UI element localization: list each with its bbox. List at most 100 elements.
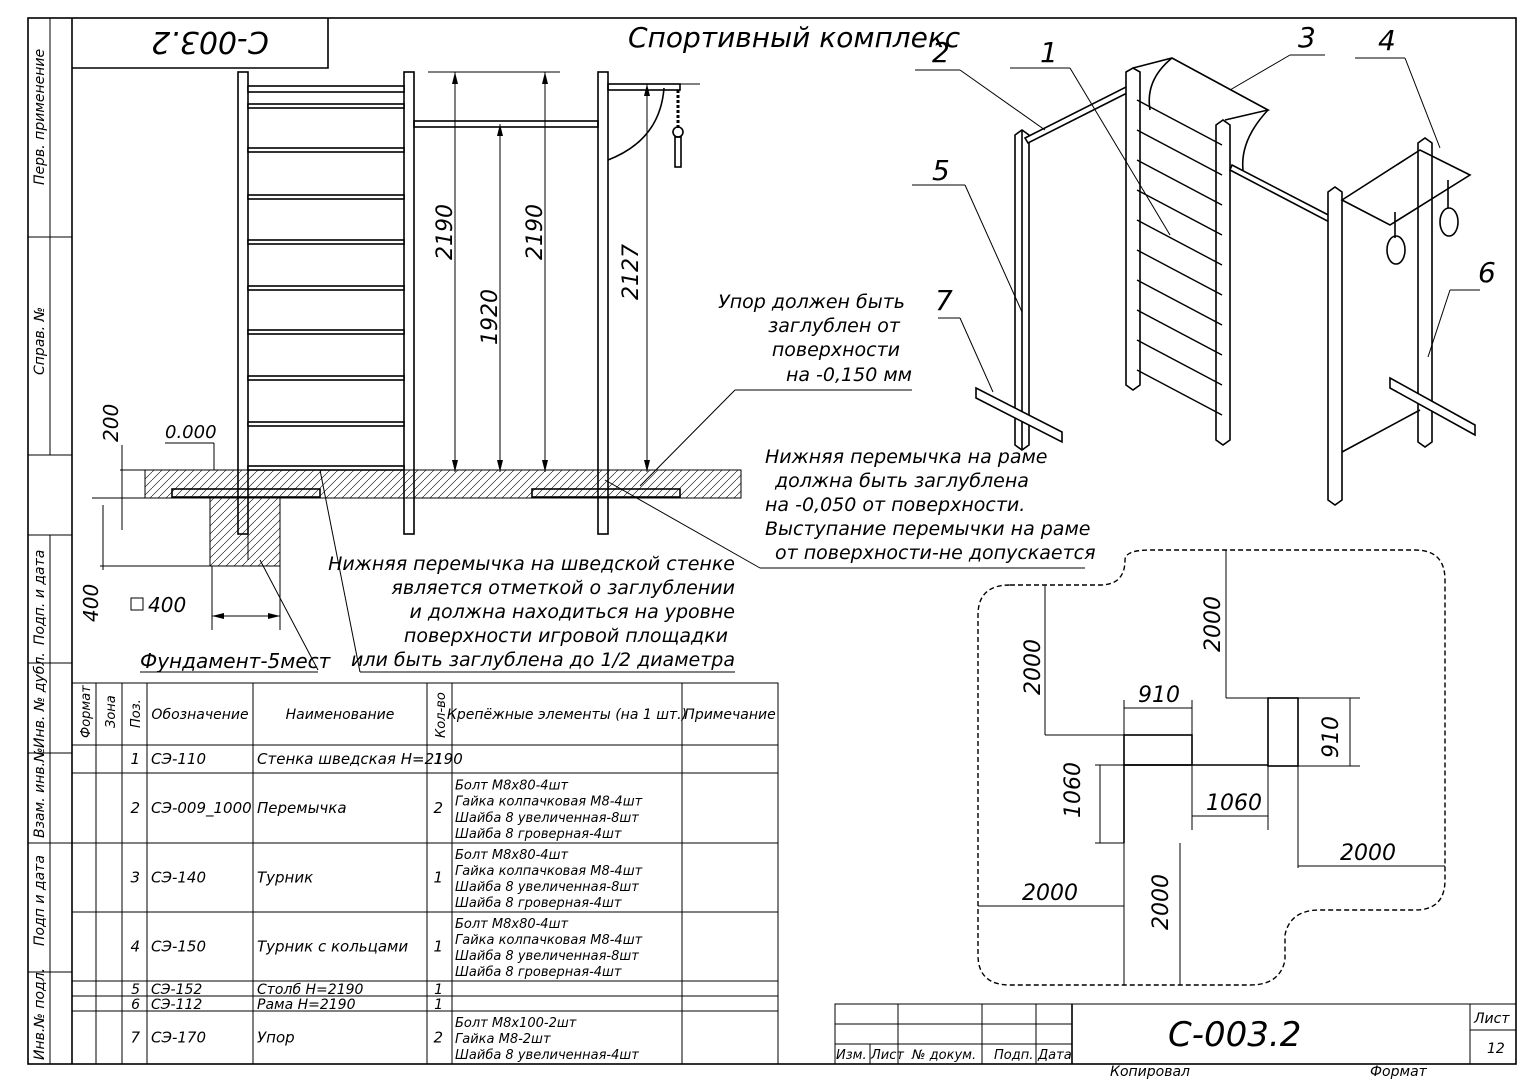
callout-2: 2 <box>932 36 950 69</box>
svg-text:Нижняя перемычка на раме: Нижняя перемычка на раме <box>765 446 1048 468</box>
table-cell-name: Рама H=2190 <box>257 997 356 1013</box>
table-cell-fastener: Шайба 8 увеличенная-8шт <box>455 811 639 826</box>
table-cell-name: Турник <box>257 869 313 887</box>
callout-6: 6 <box>1478 256 1496 289</box>
svg-text:или быть заглублена до 1/2 диа: или быть заглублена до 1/2 диаметра <box>351 649 735 671</box>
strip-label-1: Перв. применение <box>32 49 48 185</box>
table-cell-qty: 2 <box>433 1029 443 1047</box>
table-cell-qty: 2 <box>433 799 443 817</box>
svg-text:Изм.: Изм. <box>836 1048 867 1063</box>
wall-rungs <box>247 85 405 471</box>
table-cell-pos: 6 <box>131 997 140 1013</box>
isometric-view <box>912 54 1480 506</box>
svg-text:на -0,150 мм: на -0,150 мм <box>786 364 912 386</box>
table-cell-name: Стенка шведская H=2190 <box>257 750 463 768</box>
table-cell-qty: 1 <box>434 982 443 998</box>
callout-labels: 1 2 3 4 5 6 7 <box>932 21 1496 317</box>
wall-post-right <box>403 71 415 535</box>
dim-2190-a: 2190 <box>433 204 458 260</box>
svg-text:Крепёжные элементы (на 1 шт.): Крепёжные элементы (на 1 шт.) <box>447 707 687 723</box>
table-cell-code: СЭ-140 <box>151 869 206 887</box>
table-cell-code: СЭ-170 <box>151 1029 206 1047</box>
title-block-text: Изм. Лист № докум. Подп. Дата С-003.2 Ли… <box>836 1011 1510 1080</box>
top-code-box: С-003.2 <box>72 18 329 69</box>
table-cell-name: Турник с кольцами <box>257 938 408 956</box>
svg-text:Наименование: Наименование <box>286 707 395 723</box>
strip-label-6: Подп и дата <box>32 855 48 946</box>
svg-text:поверхности: поверхности <box>772 339 900 361</box>
dim-400-v: 400 <box>79 584 103 622</box>
table-cell-name: Перемычка <box>257 799 347 817</box>
svg-text:Обозначение: Обозначение <box>151 707 248 723</box>
dim-2190-b: 2190 <box>523 204 548 260</box>
svg-text:от поверхности-не допускается: от поверхности-не допускается <box>775 542 1096 564</box>
callout-1: 1 <box>1040 36 1058 69</box>
table-cell-fastener: Шайба 8 гроверная-4шт <box>455 827 622 842</box>
plan-dim-2000-left: 2000 <box>1021 639 1046 695</box>
dim-arrows <box>212 72 650 619</box>
sheet-label: Лист <box>1473 1011 1510 1027</box>
sheet-number: 12 <box>1487 1041 1505 1057</box>
table-cell-qty: 1 <box>433 750 443 768</box>
plan-dim-910-h: 910 <box>1138 683 1180 708</box>
table-cell-fastener: Шайба 8 увеличенная-8шт <box>455 949 639 964</box>
svg-text:поверхности игровой площадки: поверхности игровой площадки <box>404 625 728 647</box>
plan-dim-1060-h: 1060 <box>1206 791 1262 816</box>
callout-7: 7 <box>935 284 953 317</box>
table-cell-fastener: Гайка колпачковая М8-4шт <box>455 864 643 879</box>
callout-5: 5 <box>932 154 950 187</box>
svg-text:Формат: Формат <box>79 685 94 738</box>
level-mark: 0.000 <box>165 422 217 443</box>
table-cell-fastener: Гайка М8-2шт <box>455 1032 551 1047</box>
dim-200: 200 <box>99 404 123 442</box>
svg-text:Поз.: Поз. <box>129 699 144 728</box>
note-frame: Нижняя перемычка на раме должна быть заг… <box>765 446 1096 564</box>
table-cell-fastener: Шайба 8 увеличенная-4шт <box>455 1048 639 1063</box>
plan-dim-2000-bottom: 2000 <box>1149 874 1174 930</box>
note-wall: Нижняя перемычка на шведской стенке явля… <box>328 553 735 671</box>
svg-text:на -0,050 от поверхности.: на -0,050 от поверхности. <box>765 494 1025 516</box>
svg-text:должна быть заглублена: должна быть заглублена <box>774 470 1029 492</box>
table-cell-fastener: Болт М8х80-4шт <box>455 848 568 863</box>
table-cell-name: Столб H=2190 <box>257 982 364 998</box>
table-cell-code: СЭ-152 <box>151 982 202 998</box>
wall-post-left <box>237 71 249 535</box>
doc-code-rotated: С-003.2 <box>151 24 269 59</box>
svg-text:№ докум.: № докум. <box>911 1048 976 1063</box>
plan-dim-2000-right: 2000 <box>1340 841 1396 866</box>
left-strip-labels: Перв. применение Справ. № Подп. и дата И… <box>32 49 48 1060</box>
table-cell-qty: 1 <box>434 997 443 1013</box>
frame-post <box>597 71 609 535</box>
plan-dim-1060-v: 1060 <box>1061 762 1086 818</box>
table-cell-code: СЭ-009_1000 <box>151 799 252 818</box>
title-block <box>834 1003 1517 1065</box>
parts-table-headers: Формат Зона Поз. Обозначение Наименовани… <box>79 685 776 738</box>
svg-text:заглублен от: заглублен от <box>768 315 901 337</box>
table-cell-code: СЭ-110 <box>151 750 206 768</box>
front-elevation: 2190 1920 2190 2127 200 400 0.000 400 Фу… <box>79 71 1085 673</box>
svg-text:Зона: Зона <box>104 695 119 728</box>
strip-label-5: Взам. инв.№ <box>32 747 48 838</box>
svg-text:Примечание: Примечание <box>684 707 775 723</box>
table-cell-fastener: Болт М8х80-4шт <box>455 917 568 932</box>
plan-view: 2000 2000 910 910 1060 1060 2000 2000 20… <box>977 549 1446 986</box>
table-cell-pos: 5 <box>131 982 140 998</box>
strip-label-7: Инв.№ подл. <box>32 968 48 1060</box>
svg-text:и должна находиться на уровне: и должна находиться на уровне <box>410 601 735 623</box>
table-cell-fastener: Гайка колпачковая М8-4шт <box>455 795 643 810</box>
table-cell-name: Упор <box>257 1029 295 1047</box>
table-cell-code: СЭ-112 <box>151 997 202 1013</box>
table-cell-pos: 7 <box>130 1029 140 1047</box>
svg-text:Нижняя перемычка на шведской с: Нижняя перемычка на шведской стенке <box>328 553 735 575</box>
strip-label-2: Справ. № <box>32 307 48 375</box>
svg-text:Дата: Дата <box>1037 1048 1072 1063</box>
dim-1920: 1920 <box>478 289 503 345</box>
table-cell-pos: 4 <box>130 938 140 956</box>
table-cell-qty: 1 <box>433 938 443 956</box>
dim-lines <box>92 71 1085 673</box>
table-cell-fastener: Болт М8х80-4шт <box>455 778 568 793</box>
table-cell-code: СЭ-150 <box>151 938 206 956</box>
plan-dim-2000-top: 2000 <box>1201 596 1226 652</box>
